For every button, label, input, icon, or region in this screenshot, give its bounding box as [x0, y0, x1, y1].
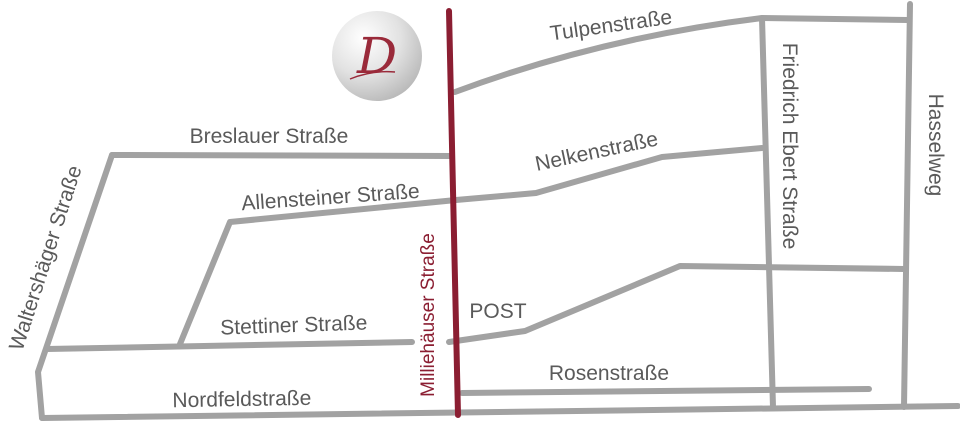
road-allensteiner-strasse	[177, 145, 765, 347]
road-milliehaeuser-strasse	[446, 8, 461, 418]
road-post-strasse	[446, 263, 907, 345]
label-nelkenstrasse: Nelkenstraße	[533, 127, 660, 175]
logo-letter: D	[356, 27, 397, 85]
label-breslauer-strasse: Breslauer Straße	[190, 125, 349, 148]
road-friedrich-ebert-strasse	[759, 15, 776, 410]
road-nordfeldstrasse	[39, 403, 960, 421]
label-friedrich-ebert-strasse: Friedrich Ebert Straße	[778, 43, 801, 250]
road-tulpenstrasse	[452, 15, 911, 95]
label-tulpenstrasse: Tulpenstraße	[549, 6, 674, 46]
label-rosenstrasse: Rosenstraße	[549, 362, 669, 385]
road-waltershaeger-strasse	[35, 152, 115, 421]
road-rosenstrasse	[459, 386, 872, 396]
label-hasselweg: Hasselweg	[924, 94, 947, 197]
road-stettiner-strasse	[44, 339, 415, 352]
logo: D	[332, 11, 422, 101]
label-stettiner-strasse: Stettiner Straße	[220, 311, 368, 339]
road-hasselweg	[901, 1, 913, 410]
label-milliehaeuser-strasse: Milliehäuser Straße	[418, 233, 439, 397]
logo-circle	[332, 11, 422, 101]
label-nordfeldstrasse: Nordfeldstraße	[172, 387, 311, 412]
logo-swash	[349, 70, 396, 80]
road-breslauer-strasse	[109, 152, 454, 159]
label-post: POST	[469, 300, 526, 323]
